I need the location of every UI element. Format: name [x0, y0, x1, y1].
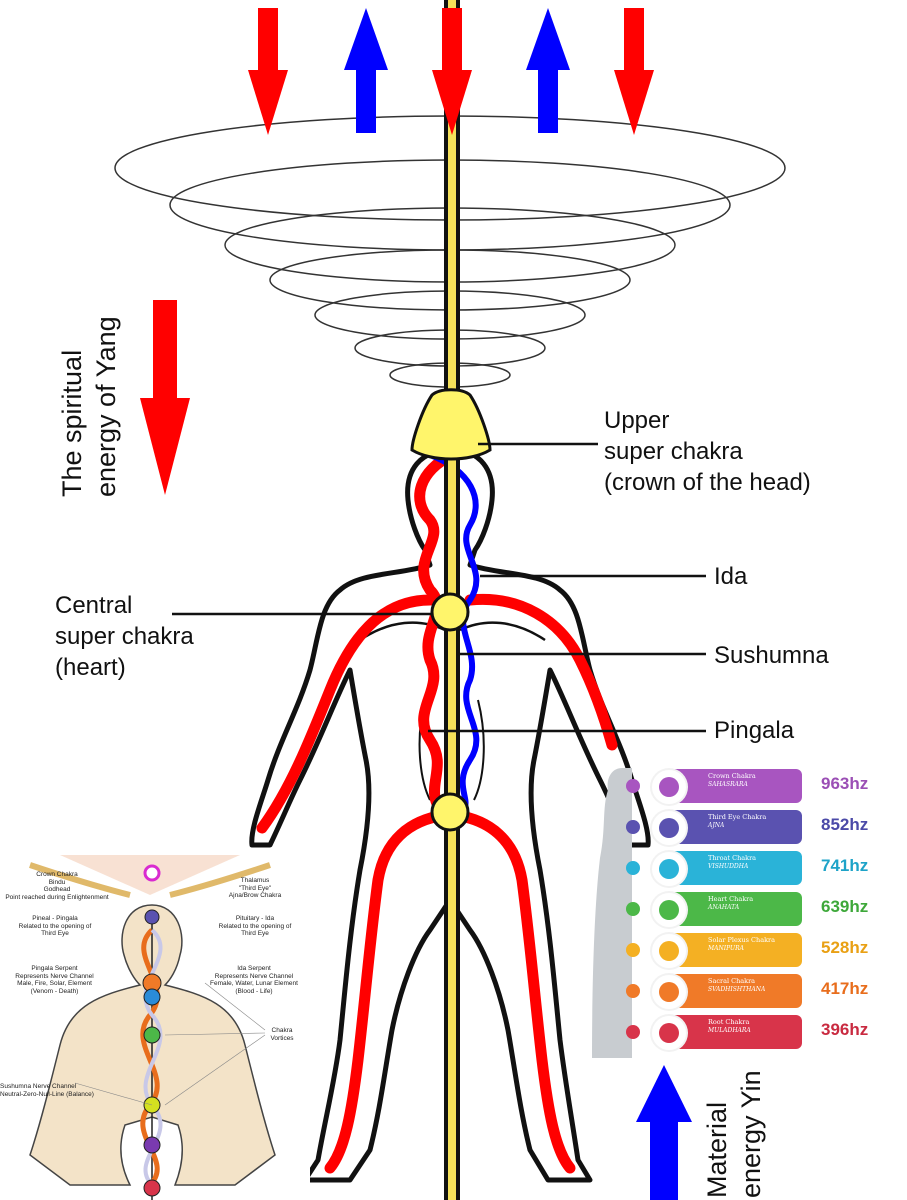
ida-label: Ida [714, 563, 748, 590]
central-super-chakra [430, 592, 470, 632]
head-silhouette [592, 768, 632, 1058]
inset-kundalini-diagram: Crown Chakra Bindu Godhead Point reached… [0, 855, 310, 1200]
chakra-sanskrit: SVADHISHTHANA [708, 986, 766, 993]
chakra-name: Crown Chakra [708, 772, 756, 780]
arrow-down-red-2 [432, 8, 472, 135]
leader-lines [172, 442, 706, 733]
pingala-label: Pingala [714, 717, 795, 744]
chakra-mandala-icon [650, 891, 688, 929]
upper-super-chakra [410, 388, 492, 461]
chakra-name: Root Chakra [708, 1018, 750, 1026]
chakra-frequency: 639hz [821, 897, 869, 916]
lower-chakra [430, 792, 470, 832]
chakra-frequency: 396hz [821, 1020, 869, 1039]
chakra-dot [626, 943, 640, 957]
arrow-up-blue-1 [344, 8, 388, 133]
chakra-mandala-icon [650, 932, 688, 970]
chakra-mandala-icon [650, 973, 688, 1011]
chakra-mandala-icon [650, 809, 688, 847]
yang-label: The spiritual energy of Yang [57, 316, 121, 497]
yin-arrow [636, 1065, 692, 1200]
arrow-down-red-1 [248, 8, 288, 135]
arrow-up-blue-2 [526, 8, 570, 133]
chakra-sanskrit: ANAHATA [708, 904, 740, 911]
chakra-dot [626, 984, 640, 998]
chakra-nodes [410, 388, 492, 832]
sushumna-label: Sushumna [714, 642, 829, 669]
inset-pineal-label: Pineal - Pingala Related to the opening … [18, 915, 92, 937]
central-super-chakra-label: Central super chakra (heart) [55, 592, 194, 681]
chakra-mandala-icon [650, 1014, 688, 1052]
chakra-frequency: 741hz [821, 856, 869, 875]
chakra-name: Solar Plexus Chakra [708, 936, 776, 944]
chakra-frequency: 852hz [821, 815, 869, 834]
chakra-frequency: 963hz [821, 774, 869, 793]
chakra-sanskrit: MANIPURA [708, 945, 744, 952]
chakra-dot [626, 779, 640, 793]
inset-pingala-serpent-label: Pingala Serpent Represents Nerve Channel… [15, 965, 94, 995]
inset-ida-serpent-label: Ida Serpent Represents Nerve Channel Fem… [210, 965, 298, 995]
arrow-down-red-3 [614, 8, 654, 135]
yang-arrow [140, 300, 190, 495]
upper-super-chakra-label: Upper super chakra (crown of the head) [604, 407, 811, 496]
chakra-name: Sacral Chakra [708, 977, 756, 985]
chakra-dot [626, 1025, 640, 1039]
chakra-mandala-icon [650, 850, 688, 888]
chakra-name: Heart Chakra [708, 895, 754, 903]
chakra-name: Throat Chakra [708, 854, 757, 862]
inset-vortices-label: Chakra Vortices [270, 1027, 294, 1042]
chakra-sanskrit: AJNA [708, 822, 725, 829]
yin-label: Material energy Yin [702, 1070, 766, 1198]
chakra-mandala-icon [650, 768, 688, 806]
chakra-sanskrit: VISHUDDHA [708, 863, 749, 870]
chakra-sanskrit: SAHASRARA [708, 781, 748, 788]
chakra-sanskrit: MULADHARA [708, 1027, 751, 1034]
chakra-frequency: 528hz [821, 938, 869, 957]
pingala-channel [256, 449, 618, 1174]
chakra-dot [626, 861, 640, 875]
chakra-name: Third Eye Chakra [708, 813, 767, 821]
inset-thalamus-label: Thalamus "Third Eye" Ajna/Brow Chakra [228, 877, 282, 899]
inset-pituitary-label: Pituitary - Ida Related to the opening o… [218, 915, 292, 937]
inset-sushumna-label: Sushumna Nerve Channel Neutral-Zero-Null… [0, 1083, 94, 1098]
chakra-dot [626, 902, 640, 916]
chakra-frequency: 417hz [821, 979, 869, 998]
chakra-dot [626, 820, 640, 834]
ida-channel [427, 452, 480, 818]
inset-crown-label: Crown Chakra Bindu Godhead Point reached… [5, 871, 109, 901]
inset-illustration [29, 855, 276, 1200]
top-arrows [248, 8, 654, 135]
